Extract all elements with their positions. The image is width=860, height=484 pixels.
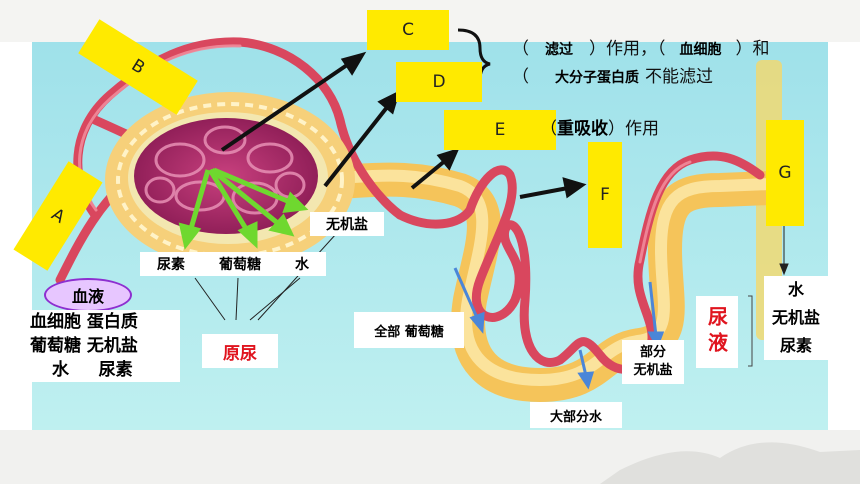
pointer-lines — [194, 226, 789, 321]
paren-open-1: （ — [512, 39, 529, 59]
some-salt-line-1: 部分 — [639, 345, 666, 360]
afferent-vessel — [73, 37, 405, 220]
urine-urea: 尿素 — [779, 336, 812, 355]
label-f: F — [588, 142, 622, 248]
urine-bracket — [748, 295, 753, 367]
filtrate-water: 水 — [295, 257, 309, 273]
all-glucose-label: 全部 葡萄糖 — [354, 312, 464, 348]
label-d: D — [396, 62, 482, 102]
label-c: C — [367, 10, 449, 50]
urine-title: 尿液 — [696, 296, 738, 368]
salt-label: 无机盐 — [310, 212, 384, 236]
urine-water: 水 — [787, 280, 804, 299]
some-salt-label: 部分 无机盐 — [622, 340, 684, 384]
blood-line-1: 血细胞 蛋白质 — [30, 312, 138, 332]
label-d-text: D — [432, 72, 446, 92]
paren-close-2: ）和 — [735, 39, 770, 59]
blood-line-2: 葡萄糖 无机盐 — [30, 336, 138, 356]
label-e-text: E — [494, 120, 506, 140]
protein-word: 大分子蛋白质 — [555, 70, 639, 86]
filtration-line-2: （ 大分子蛋白质不能滤过 — [512, 62, 713, 87]
all-glucose-text: 全部 葡萄糖 — [374, 324, 444, 340]
label-b-text: B — [127, 55, 149, 79]
urine-items: 水 无机盐 尿素 — [764, 276, 828, 360]
primary-urine-text: 原尿 — [223, 343, 257, 364]
most-water-label: 大部分水 — [530, 402, 622, 428]
urine-title-text: 尿液 — [704, 306, 729, 358]
reabsorption-tail: ）作用 — [608, 119, 659, 139]
label-g-text: G — [778, 163, 792, 183]
filtrate-urea: 尿素 — [157, 257, 185, 273]
paren-open-3: （ — [512, 67, 529, 87]
reabsorption-text: （重吸收）作用 — [540, 114, 659, 139]
reabsorption-open: （ — [540, 119, 557, 139]
blood-cell-word: 血细胞 — [679, 42, 722, 58]
ink-mountain — [600, 442, 860, 484]
filtrate-glucose: 葡萄糖 — [219, 257, 261, 273]
paren-open-2: （ — [657, 39, 666, 59]
urine-salt: 无机盐 — [771, 308, 820, 327]
blood-line-3: 水 尿素 — [52, 360, 133, 380]
filtrate-items: 尿素 葡萄糖 水 — [140, 252, 326, 276]
green-arrows — [178, 167, 309, 250]
salt-text: 无机盐 — [326, 217, 368, 233]
label-g: G — [766, 120, 804, 226]
reabsorption-word: 重吸收 — [557, 119, 608, 139]
black-arrows — [220, 51, 587, 199]
blood-composition: 血细胞 蛋白质 葡萄糖 无机盐 水 尿素 — [30, 310, 180, 382]
blood-title-oval: 血液 — [44, 278, 132, 312]
most-water-text: 大部分水 — [549, 409, 602, 425]
label-a-text: A — [47, 204, 69, 228]
renal-tubule-highlight — [334, 169, 776, 387]
label-f-text: F — [600, 185, 610, 205]
label-e: E — [444, 110, 556, 150]
blood-title: 血液 — [71, 287, 104, 306]
blue-arrows — [453, 267, 665, 390]
filtration-line-1: （滤过）作用，（血细胞）和 — [512, 34, 770, 59]
filtration-word: 滤过 — [545, 42, 573, 58]
primary-urine-label: 原尿 — [202, 334, 278, 368]
some-salt-line-2: 无机盐 — [633, 363, 673, 378]
filtration-tail: 不能滤过 — [645, 67, 713, 87]
filtration-close: ）作用， — [589, 39, 657, 59]
label-c-text: C — [402, 20, 414, 40]
